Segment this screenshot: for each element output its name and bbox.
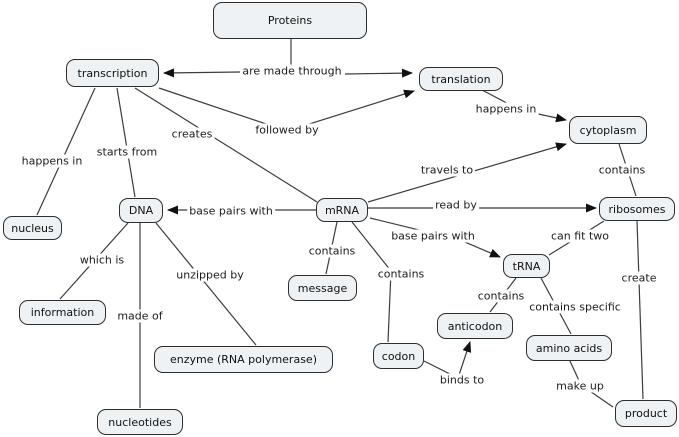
edge-ribosomes-product <box>636 220 644 400</box>
node-trna[interactable]: tRNA <box>503 254 550 278</box>
node-codon[interactable]: codon <box>373 343 424 369</box>
link-label-are-made-through: are made through <box>240 64 344 78</box>
edge-transcription-nucleus <box>36 87 96 216</box>
node-ribosomes[interactable]: ribosomes <box>599 197 675 221</box>
link-label-which-is: which is <box>77 253 127 267</box>
link-label-travels-to: travels to <box>418 163 476 177</box>
link-label-contains-specific: contains specific <box>527 300 623 314</box>
link-label-contains-message: contains <box>306 244 358 258</box>
link-label-contains-anticodon: contains <box>475 289 527 303</box>
link-label-made-of: made of <box>115 309 165 323</box>
link-label-unzipped-by: unzipped by <box>174 268 246 282</box>
link-label-base-pairs-with-dna: base pairs with <box>187 204 275 218</box>
node-product[interactable]: product <box>615 400 677 427</box>
node-information[interactable]: information <box>19 300 106 325</box>
node-transcription[interactable]: transcription <box>66 59 159 87</box>
edge-link-transcription <box>163 68 241 78</box>
node-amino-acids[interactable]: amino acids <box>526 335 612 361</box>
link-label-creates: creates <box>169 127 215 141</box>
link-label-happens-in-cytoplasm: happens in <box>473 102 539 116</box>
node-enzyme[interactable]: enzyme (RNA polymerase) <box>154 346 333 373</box>
node-message[interactable]: message <box>288 275 357 301</box>
node-nucleotides[interactable]: nucleotides <box>97 409 183 435</box>
link-label-read-by: read by <box>433 198 479 212</box>
link-label-create: create <box>619 271 659 285</box>
link-label-starts-from: starts from <box>94 145 160 159</box>
edge-mrna-codon <box>351 221 392 343</box>
link-label-happens-in-nucleus: happens in <box>19 154 85 168</box>
link-label-make-up: make up <box>554 379 606 393</box>
node-mrna[interactable]: mRNA <box>316 198 368 222</box>
link-label-contains-ribosomes: contains <box>596 163 648 177</box>
link-label-binds-to: binds to <box>437 373 487 387</box>
edge-transcription-dna <box>116 87 136 198</box>
node-anticodon[interactable]: anticodon <box>437 313 513 339</box>
node-translation[interactable]: translation <box>419 67 503 91</box>
edge-transcription-mrna <box>134 87 318 203</box>
link-label-base-pairs-with-trna: base pairs with <box>389 229 477 243</box>
edge-link-translation <box>344 68 413 78</box>
node-nucleus[interactable]: nucleus <box>3 216 62 240</box>
link-label-contains-codon: contains <box>375 267 427 281</box>
node-dna[interactable]: DNA <box>119 198 163 223</box>
edge-dna-enzyme <box>155 222 257 346</box>
node-proteins[interactable]: Proteins <box>213 2 367 39</box>
link-label-can-fit-two: can fit two <box>548 229 612 243</box>
link-label-followed-by: followed by <box>253 123 321 137</box>
node-cytoplasm[interactable]: cytoplasm <box>569 116 647 144</box>
